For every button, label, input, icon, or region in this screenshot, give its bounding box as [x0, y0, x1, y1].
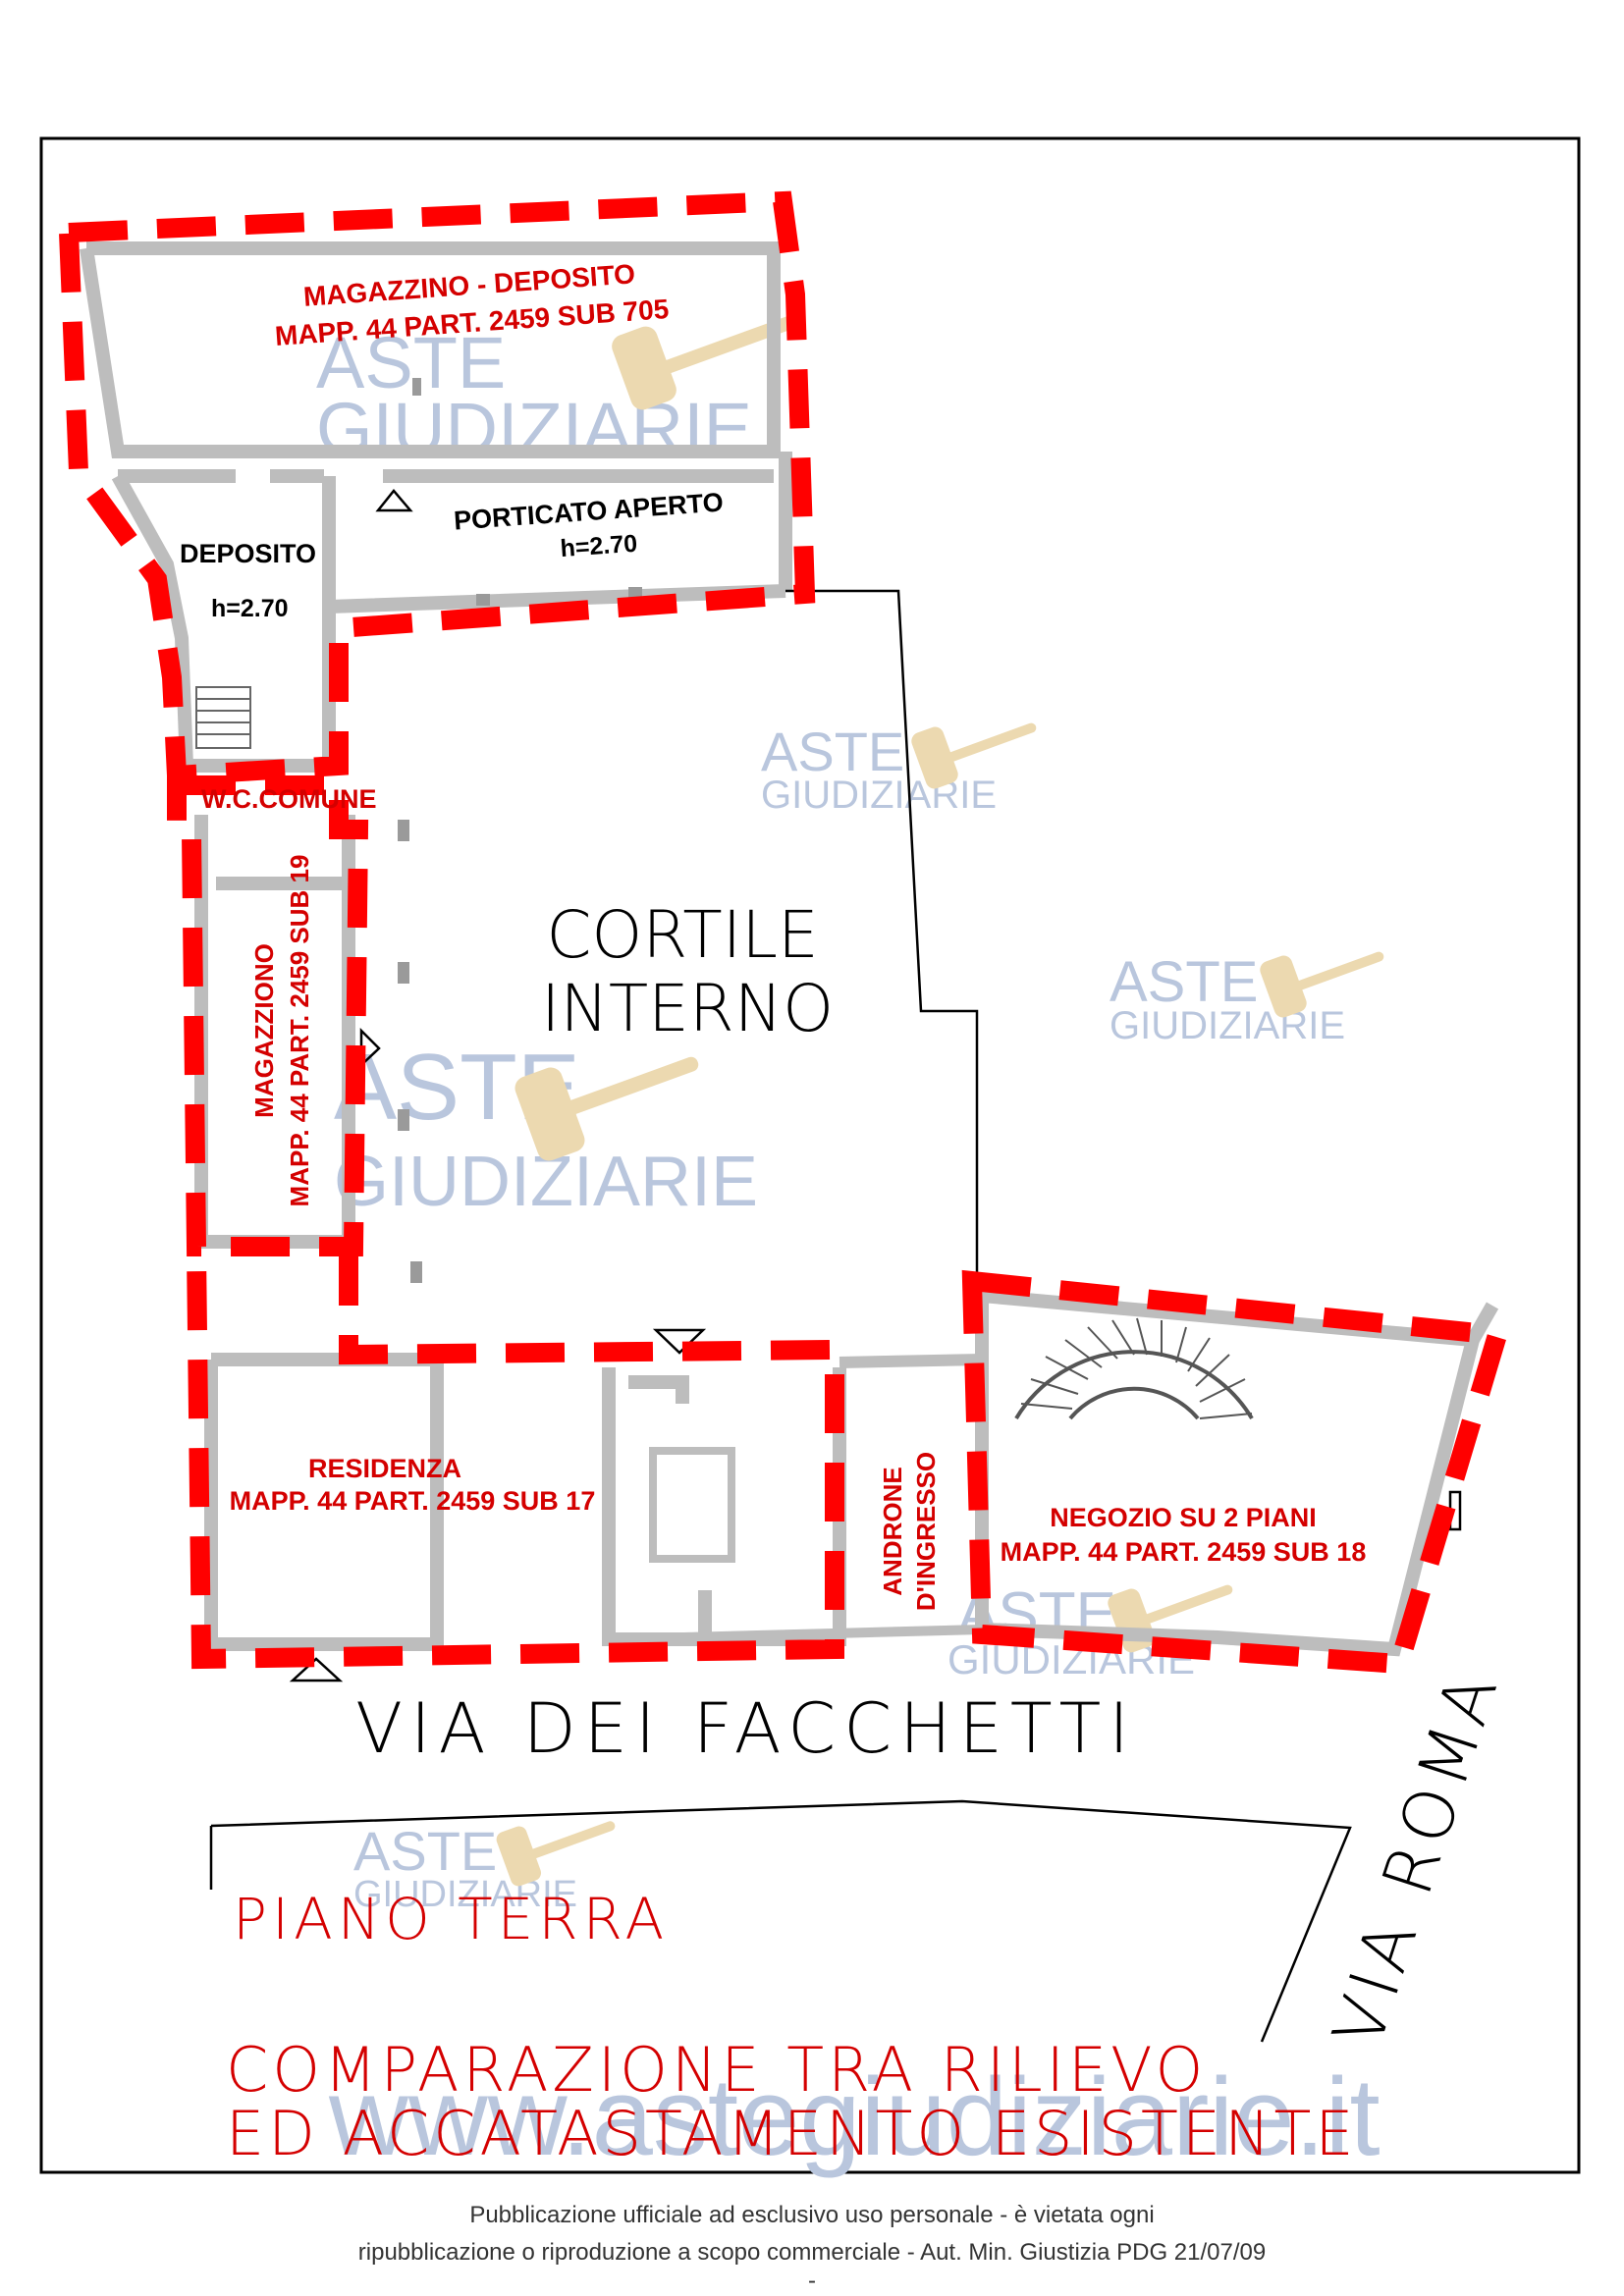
label-deposito: DEPOSITO h=2.70	[180, 539, 316, 622]
gavel-icon	[1260, 951, 1384, 1018]
room-name: MAGAZZIONO	[249, 943, 279, 1118]
room-height: h=2.70	[560, 530, 638, 562]
entrance-arrow-icon	[289, 1657, 344, 1682]
watermark-giudiziarie: GIUDIZIARIE	[1110, 1004, 1345, 1047]
street-via-dei-facchetti: VIA DEI FACCHETTI	[355, 1688, 1137, 1769]
pillars	[398, 378, 642, 1283]
label-androne: ANDRONE D'INGRESSO	[878, 1452, 941, 1611]
label-porticato: PORTICATO APERTO h=2.70	[453, 487, 724, 562]
watermark-aste: ASTE	[353, 1820, 497, 1882]
label-residenza: RESIDENZA MAPP. 44 PART. 2459 SUB 17	[230, 1454, 596, 1516]
watermark-giudiziarie: GIUDIZIARIE	[761, 774, 997, 817]
label-negozio: NEGOZIO SU 2 PIANI MAPP. 44 PART. 2459 S…	[1001, 1503, 1367, 1567]
label-wc-comune: W.C.COMUNE	[201, 784, 377, 814]
label-magazzino-deposito: MAGAZZINO - DEPOSITO MAPP. 44 PART. 2459…	[274, 258, 670, 351]
gavel-icon	[496, 1821, 616, 1887]
watermark-2: ASTE GIUDIZIARIE	[761, 721, 1037, 817]
room-cadastral-ref: MAPP. 44 PART. 2459 SUB 17	[230, 1486, 596, 1516]
watermark-aste: ASTE	[1110, 950, 1259, 1014]
area-name: INTERNO	[541, 971, 834, 1046]
room-cadastral-ref: MAPP. 44 PART. 2459 SUB 18	[1001, 1537, 1367, 1567]
watermark-4: ASTE GIUDIZIARIE	[334, 1035, 758, 1221]
watermark-aste: ASTE	[316, 322, 506, 403]
boundary-sub-705	[58, 190, 816, 786]
street-via-roma: VIA ROMA	[1318, 1659, 1515, 2056]
courtyard-outline	[785, 589, 979, 1296]
page-frame	[39, 136, 1581, 2174]
footer-line-3: -	[808, 2268, 816, 2294]
watermark-3: ASTE GIUDIZIARIE	[1110, 950, 1384, 1047]
gavel-icon	[514, 1056, 699, 1161]
footer-line-1: Pubblicazione ufficiale ad esclusivo uso…	[469, 2202, 1155, 2228]
room-name: NEGOZIO SU 2 PIANI	[1050, 1503, 1317, 1532]
label-cortile: CORTILE INTERNO	[541, 897, 834, 1046]
property-boundaries	[58, 190, 1511, 1675]
spiral-staircase	[1014, 1317, 1254, 1420]
gavel-icon	[612, 314, 801, 410]
label-magazziono: MAGAZZIONO MAPP. 44 PART. 2459 SUB 19	[249, 855, 314, 1207]
room-name: ANDRONE	[878, 1467, 907, 1595]
gavel-icon	[911, 722, 1037, 789]
caption-line-1: COMPARAZIONE TRA RILIEVO	[226, 2034, 1207, 2106]
entrance-arrow-icon	[375, 489, 413, 512]
floor-title: PIANO TERRA	[233, 1886, 669, 1952]
street-edges	[209, 1799, 1352, 2043]
room-name: D'INGRESSO	[911, 1452, 941, 1611]
caption-line-2: ED ACCATASTAMENTO ESISTENTE	[226, 2098, 1358, 2169]
watermark-giudiziarie: GIUDIZIARIE	[353, 1874, 577, 1915]
area-name: CORTILE	[546, 897, 818, 973]
room-cadastral-ref: MAPP. 44 PART. 2459 SUB 19	[285, 855, 314, 1207]
watermark-site: www.astegiudiziarie.it	[328, 2056, 1380, 2178]
watermark-aste: ASTE	[761, 721, 904, 782]
footer-line-2: ripubblicazione o riproduzione a scopo c…	[357, 2239, 1267, 2266]
room-height: h=2.70	[211, 595, 289, 622]
watermark-6: ASTE GIUDIZIARIE	[353, 1820, 616, 1915]
room-name: PORTICATO APERTO	[453, 487, 724, 535]
room-name: RESIDENZA	[308, 1454, 461, 1483]
room-name: DEPOSITO	[180, 539, 316, 568]
stairs-deposito	[195, 686, 251, 749]
boundary-sub-17	[187, 1247, 844, 1670]
